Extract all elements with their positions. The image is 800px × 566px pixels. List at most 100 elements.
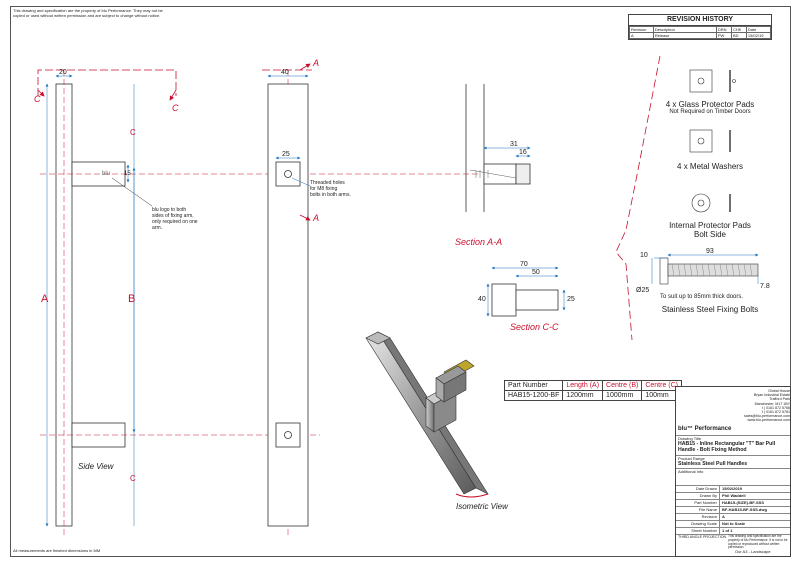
parts-col: Length (A) [562,380,604,391]
revision-history: REVISION HISTORY Revision Description DR… [628,14,772,40]
copyright-note: This drawing and specification are the p… [728,534,788,550]
dim-31: 31 [510,141,518,148]
note-line: sides of fixing arm, [152,213,194,219]
tb-row-drawn-by: Drawn By Phil Waddell [676,492,790,500]
section-cut-a [262,63,312,221]
dim-7-8: 7.8 [760,283,770,290]
bolt-dimensions [651,253,759,284]
tb-row-file: File Name BF-HAB15-BF-SSS.dwg [676,506,790,514]
dim-25: 25 [282,151,290,158]
dim-letter-c-lower: C [130,474,136,483]
parts-table-row: HAB15-1200-BF 1200mm 1000mm 100mm [503,390,683,401]
header-note-line: This drawing and specification are the p… [13,8,163,13]
revision-row: A Release PW BD 15/02/19 [629,32,772,39]
parts-col: Centre (B) [602,380,643,391]
product-range: Stainless Steel Pull Handles [678,461,748,467]
projection-label: THIRD ANGLE PROJECTION [678,535,727,539]
glass-pads-title: 4 x Glass Protector Pads [665,100,755,109]
dim-93: 93 [706,248,714,255]
glass-pads-sub: Not Required on Timber Doors [669,109,751,115]
parts-cell: 1200mm [562,390,604,401]
tb-key: Revision [676,514,720,521]
internal-pads-title: Internal Protector Pads [669,221,751,230]
dim-40: 40 [281,69,289,76]
note-line: for M8 fixing [310,186,338,192]
brand-name: blu™ Performance [678,426,732,432]
tb-value: Phil Waddell [722,493,746,498]
dim-25-cc: 25 [567,296,575,303]
tb-key: Drawing Scale [676,521,720,528]
dim-16: 16 [519,149,527,156]
section-cc-dimensions [486,266,566,317]
blu-logo-sub: Performance [704,407,727,412]
drawing-title-label: Drawing Title [678,436,702,441]
internal-pads-sub: Bolt Side [693,230,727,239]
section-cut-c [37,69,177,101]
isometric-view-drawing [365,331,489,498]
dim-70: 70 [520,261,528,268]
parts-table: Part Number Length (A) Centre (B) Centre… [503,380,683,401]
section-aa-drawing [465,84,531,212]
tb-row-scale: Drawing Scale Not to Scale [676,520,790,528]
parts-cell: 1000mm [602,390,643,401]
additional-info-label: Additional Info [678,469,704,474]
note-line: blu logo to both [152,207,187,213]
accessory-divider [615,55,661,341]
dim-letter-a: A [41,293,49,305]
address-line: Global House [768,389,790,393]
arm-logo-text: blu [102,171,111,177]
section-cc-label: Section C-C [510,322,559,332]
address-line: f | 0161 872 5781 [762,410,790,415]
tb-key: Drawn By [676,493,720,500]
blu-logo: blu [680,399,703,416]
tb-value: A [722,514,725,519]
internal-pad-icon [691,193,731,213]
fixing-bolt-icon [659,257,759,285]
title-block: blu Performance Global House Bryan Indus… [675,386,791,557]
dim-phi25: Ø25 [636,287,650,294]
tb-row-sheet: Sheet Number 1 of 1 [676,527,790,535]
front-view-dimensions [267,74,311,187]
section-aa-dimensions [483,146,531,158]
washers-label: 4 x Metal Washers [677,162,743,171]
bolts-label: Stainless Steel Fixing Bolts [661,305,759,314]
dim-letter-c-upper: C [130,128,136,137]
header-note-line: copied or used without written permissio… [13,13,161,18]
logo-note: blu logo to both sides of fixing arm, on… [152,207,212,231]
tb-value: 1 of 1 [722,528,733,533]
address-line: t | 0161 872 5766 [762,405,790,410]
tb-key: File Name [676,507,720,514]
tb-key: Part Number [676,500,720,507]
section-cc-drawing [491,283,559,317]
note-line: bolts in both arms. [310,192,351,198]
glass-pads-label: 4 x Glass Protector Pads Not Required on… [650,100,770,115]
cut-label-a1: A [313,58,320,68]
tb-value: 15/02/2019 [722,486,743,491]
note-line: Threaded holes [310,180,345,186]
dim-20: 20 [59,69,67,76]
revision-table: Revision Description DRN CHK Date A Rele… [629,26,772,39]
address-line: Manchester, M17 1BY [754,401,790,406]
revision-cell: PW [715,32,732,39]
tb-key: Date Drawn [676,486,720,493]
tb-value: BF-HAB15-BF-SSS.dwg [722,507,767,512]
tb-value: Not to Scale [722,521,746,526]
dim-10: 10 [640,252,648,259]
footer-left: All measurements are finished dimensions… [13,548,101,553]
tb-row-part: Part Number HAB15-(SIZE)-BF-SSS [676,499,790,507]
parts-cell: HAB15-1200-BF [503,390,564,401]
metal-washer-icon [689,129,731,153]
drawing-title: HAB15 - Inline Rectangular "T" Bar Pull … [678,441,776,453]
address-line: sales@blu-performance.com [744,414,790,419]
threaded-holes-note: Threaded holes for M8 fixing bolts in bo… [310,180,370,198]
address-line: Trafford Park [769,397,790,402]
side-view-dimensions [45,74,136,527]
revision-title: REVISION HISTORY [629,15,771,26]
revision-cell: 15/02/19 [745,32,772,39]
footer-right: Our A3 - Landscape [735,549,771,554]
bolt-suit-note: To suit up to 85mm thick doors. [660,294,744,300]
logo-note-leader [111,177,153,207]
cut-label-c1: C [34,94,41,104]
cut-label-a2: A [313,213,320,223]
